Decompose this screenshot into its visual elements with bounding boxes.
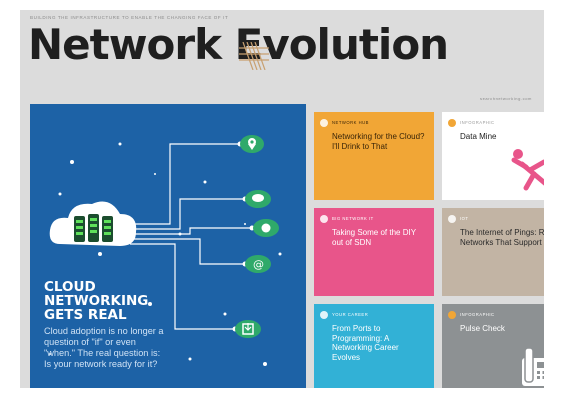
- article-tile-iot[interactable]: IoT The Internet of Pings: Real Networks…: [442, 208, 544, 296]
- bullet-icon: [320, 215, 328, 223]
- masthead-tagline: Building the infrastructure to enable th…: [30, 15, 229, 20]
- tile-title: Networking for the Cloud? I'll Drink to …: [332, 132, 425, 151]
- masthead-title: Network Evolution: [28, 20, 449, 69]
- magazine-cover: Building the infrastructure to enable th…: [20, 10, 544, 388]
- download-icon: [235, 320, 261, 338]
- at-sign-icon: @: [245, 255, 271, 273]
- article-tile-data-mine[interactable]: Infographic Data Mine: [442, 112, 544, 200]
- tile-category: Infographic: [460, 120, 495, 125]
- article-tile-pulse-check[interactable]: Infographic Pulse Check: [442, 304, 544, 388]
- tile-category: Infographic: [460, 312, 495, 317]
- falling-figure-icon: [511, 149, 544, 191]
- share-icon: [253, 219, 279, 237]
- article-tile-career[interactable]: Your Career From Ports to Programming: A…: [314, 304, 434, 388]
- article-tile-networking-cloud[interactable]: Network Hub Networking for the Cloud? I'…: [314, 112, 434, 200]
- tile-category: Your Career: [332, 312, 369, 317]
- issue-line: searchnetworking.com: [479, 96, 532, 101]
- bullet-icon: [448, 119, 456, 127]
- bullet-icon: [320, 119, 328, 127]
- chat-bubble-icon: [245, 190, 271, 208]
- network-illustration: @: [49, 135, 282, 366]
- article-tile-sdn[interactable]: Big Network IT Taking Some of the DIY ou…: [314, 208, 434, 296]
- fax-phone-icon: [522, 347, 544, 386]
- tile-title: Data Mine: [460, 132, 497, 141]
- bullet-icon: [448, 311, 456, 319]
- tile-title: The Internet of Pings: Real Networks Tha…: [460, 228, 544, 247]
- tile-category: Network Hub: [332, 120, 369, 125]
- svg-text:@: @: [253, 258, 264, 271]
- feature-title: CLOUD NETWORKING GETS REAL: [44, 279, 149, 323]
- tile-title: Pulse Check: [460, 324, 505, 333]
- cloud-server-icon: [49, 201, 137, 246]
- feature-body: Cloud adoption is no longer a question o…: [44, 326, 164, 369]
- bullet-icon: [448, 215, 456, 223]
- tile-title: From Ports to Programming: A Networking …: [332, 324, 399, 362]
- tile-title: Taking Some of the DIY out of SDN: [332, 228, 416, 247]
- tile-category: IoT: [460, 216, 469, 221]
- tile-category: Big Network IT: [332, 216, 374, 221]
- masthead-accent-lines: [239, 42, 269, 70]
- feature-story[interactable]: @ CLOUD NETWORKING GETS REAL Cloud adopt…: [30, 104, 306, 388]
- connection-lines: [130, 143, 252, 330]
- star-dots: [49, 142, 282, 366]
- location-pin-icon: [240, 135, 264, 153]
- bullet-icon: [320, 311, 328, 319]
